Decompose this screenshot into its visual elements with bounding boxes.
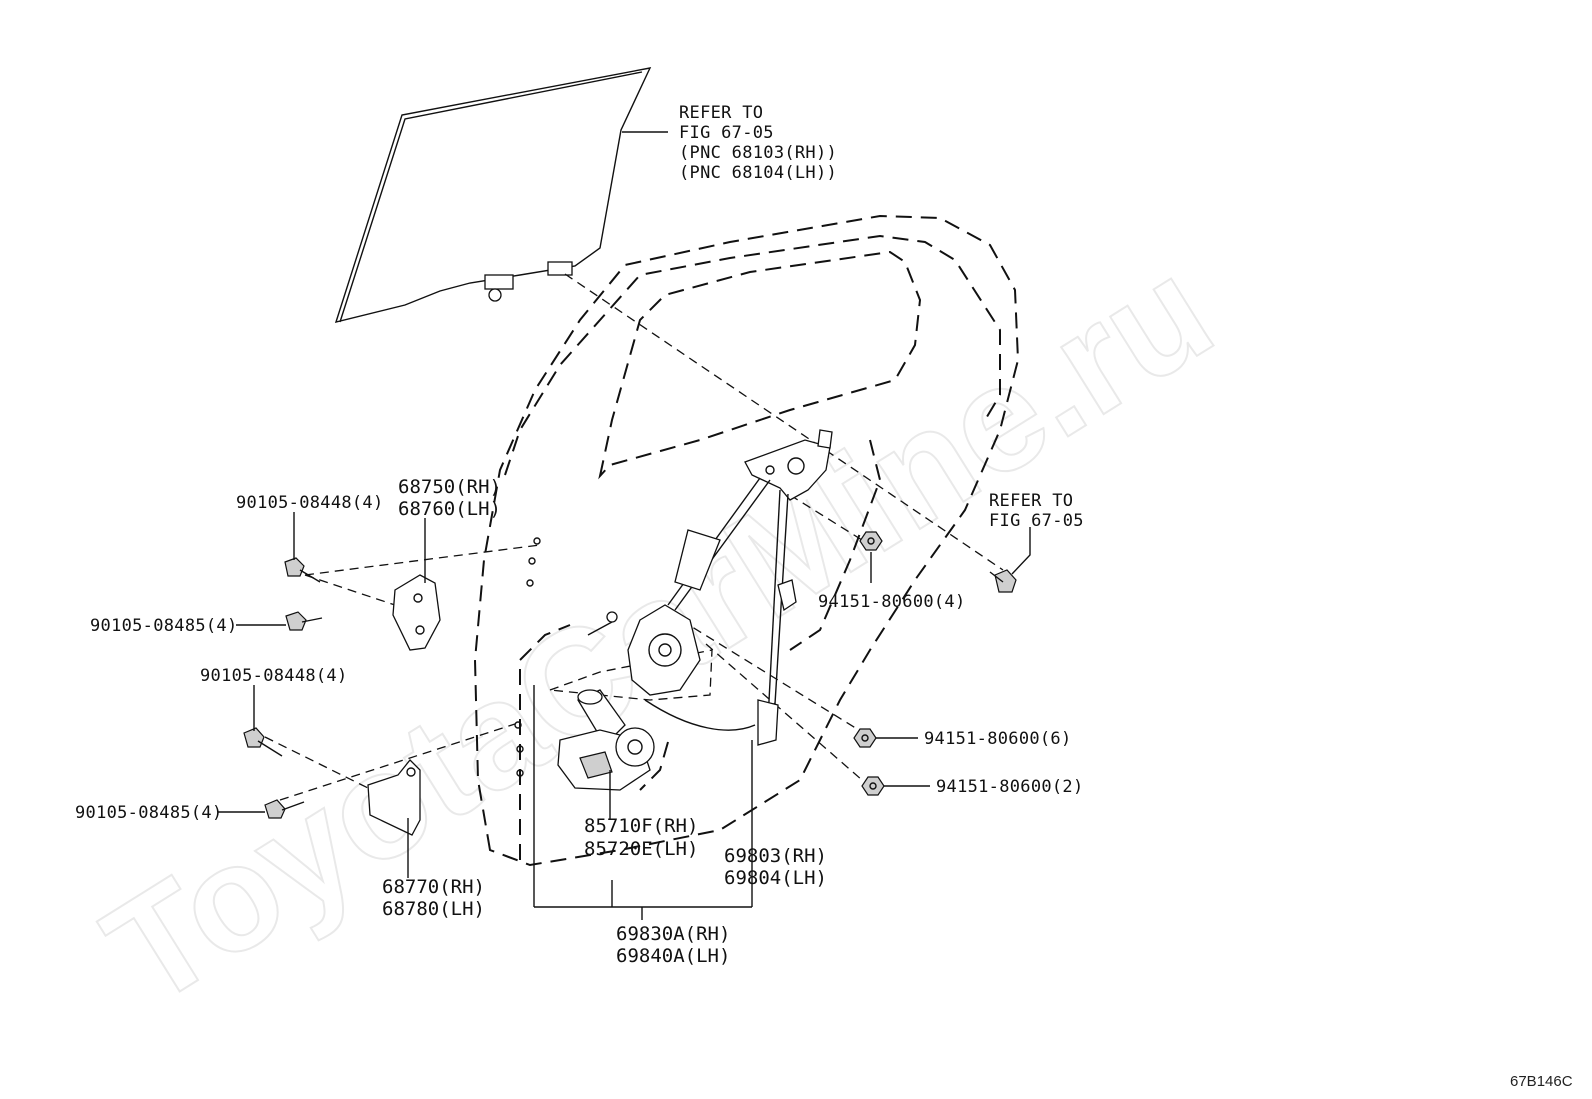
regulator-gear-part <box>587 604 756 731</box>
bolt-label: 90105-08448(4) <box>236 493 384 513</box>
door-outline <box>473 214 1020 867</box>
bolt-ref-line-1: REFER TO <box>989 491 1073 511</box>
bolt-icon <box>989 569 1017 593</box>
window-glass <box>334 67 652 323</box>
figure-code: 67B146C <box>1510 1073 1573 1090</box>
upper-hinge-label-rh: 68750(RH) <box>398 476 501 498</box>
bolt-icon <box>264 799 305 819</box>
regulator-label-lh: 69804(LH) <box>724 867 827 889</box>
assembly-label-lh: 69840A(LH) <box>616 945 730 967</box>
bolt-label: 90105-08448(4) <box>200 666 348 686</box>
window-regulator-part <box>667 429 833 746</box>
bolt-icon <box>285 611 323 631</box>
alignment-lines <box>264 273 1004 801</box>
glass-ref-line-3: (PNC 68103(RH)) <box>679 143 837 163</box>
bolt-label: 90105-08485(4) <box>75 803 223 823</box>
motor-label-lh: 85720E(LH) <box>584 838 698 860</box>
upper-hinge-part <box>392 574 441 651</box>
bolt-ref-leader <box>1011 527 1031 575</box>
lower-hinge-part <box>367 759 421 836</box>
glass-ref-line-4: (PNC 68104(LH)) <box>679 163 837 183</box>
assembly-bracket <box>533 685 753 920</box>
bolt-label: 90105-08485(4) <box>90 616 238 636</box>
assembly-label-rh: 69830A(RH) <box>616 923 730 945</box>
nut-icon <box>853 728 877 748</box>
motor-label-rh: 85710F(RH) <box>584 815 698 837</box>
upper-hinge-label-lh: 68760(LH) <box>398 498 501 520</box>
door-holes <box>514 537 541 777</box>
nut-label: 94151-80600(6) <box>924 729 1072 749</box>
bolt-ref-line-2: FIG 67-05 <box>989 511 1084 531</box>
regulator-label-rh: 69803(RH) <box>724 845 827 867</box>
glass-ref-line-1: REFER TO <box>679 103 763 123</box>
window-motor-part <box>557 689 655 791</box>
nut-icon <box>861 776 885 796</box>
nut-label: 94151-80600(4) <box>818 592 966 612</box>
bolt-icon <box>284 557 321 583</box>
lower-hinge-label-lh: 68780(LH) <box>382 898 485 920</box>
glass-ref-line-2: FIG 67-05 <box>679 123 774 143</box>
nut-label: 94151-80600(2) <box>936 777 1084 797</box>
nut-icon <box>859 531 883 551</box>
bolt-icon <box>243 727 283 757</box>
lower-hinge-label-rh: 68770(RH) <box>382 876 485 898</box>
